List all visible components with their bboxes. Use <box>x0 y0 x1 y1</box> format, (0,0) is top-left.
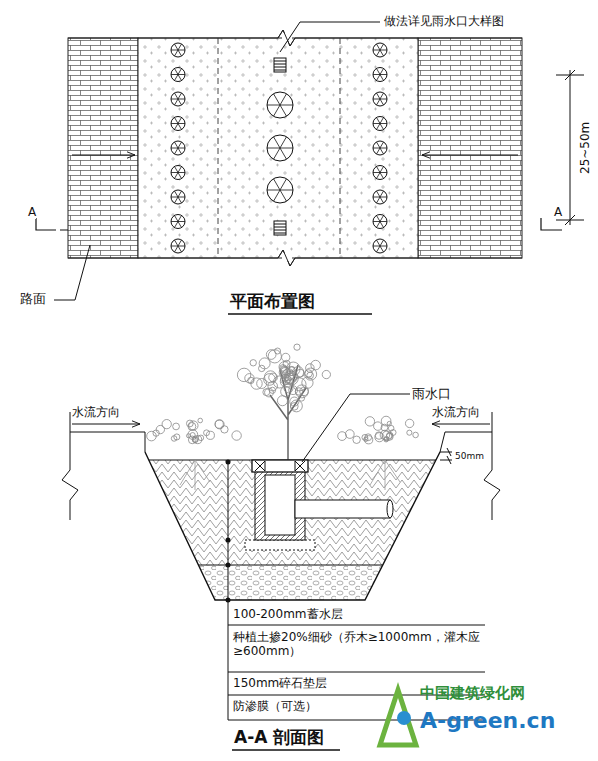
plant-symbol <box>373 141 387 155</box>
flow-label: 水流方向 <box>432 405 480 419</box>
plant-symbol <box>171 68 185 82</box>
plant-symbol <box>373 43 387 57</box>
part-name: 路面 <box>20 291 46 307</box>
view-title: 平面布置图 <box>230 291 315 311</box>
layer-label: 100-200mm蓄水层 <box>233 607 343 621</box>
plant-symbol <box>267 177 293 203</box>
plant-symbol <box>171 141 185 155</box>
section-mark: A <box>28 205 36 219</box>
layer-label: 150mm碎石垫层 <box>233 676 327 690</box>
plant-symbol <box>267 92 293 118</box>
watermark: 中国建筑绿化网 <box>420 684 525 702</box>
plant-symbol <box>373 117 387 131</box>
plant-symbol <box>267 135 293 161</box>
plant-symbol <box>171 92 185 106</box>
layer-label: 防渗膜（可选） <box>233 699 317 713</box>
plant-symbol <box>373 190 387 204</box>
section-mark: A <box>554 205 562 219</box>
watermark-logo <box>380 690 416 745</box>
plant-symbol <box>171 215 185 229</box>
plant-symbol <box>171 43 185 57</box>
plant-symbol <box>171 166 185 180</box>
plant-symbol <box>373 68 387 82</box>
plant-symbol <box>373 92 387 106</box>
dimension-text: 25~50m <box>578 122 592 174</box>
layer-label: 种植土掺20%细砂（乔木≥1000mm，灌木应≥600mm） <box>233 630 483 659</box>
callout-label: 雨水口 <box>412 386 451 402</box>
plant-symbol <box>373 215 387 229</box>
plant-symbol <box>171 190 185 204</box>
view-title: A-A 剖面图 <box>234 727 324 747</box>
plant-symbol <box>373 166 387 180</box>
plant-symbol <box>373 239 387 253</box>
flow-label: 水流方向 <box>72 405 120 419</box>
watermark: A-green.cn <box>420 708 555 734</box>
callout-note: 做法详见雨水口大样图 <box>384 14 504 28</box>
dimension-text: 50mm <box>455 451 484 462</box>
plan-view <box>36 22 584 314</box>
plant-symbol <box>171 239 185 253</box>
plant-symbol <box>171 117 185 131</box>
